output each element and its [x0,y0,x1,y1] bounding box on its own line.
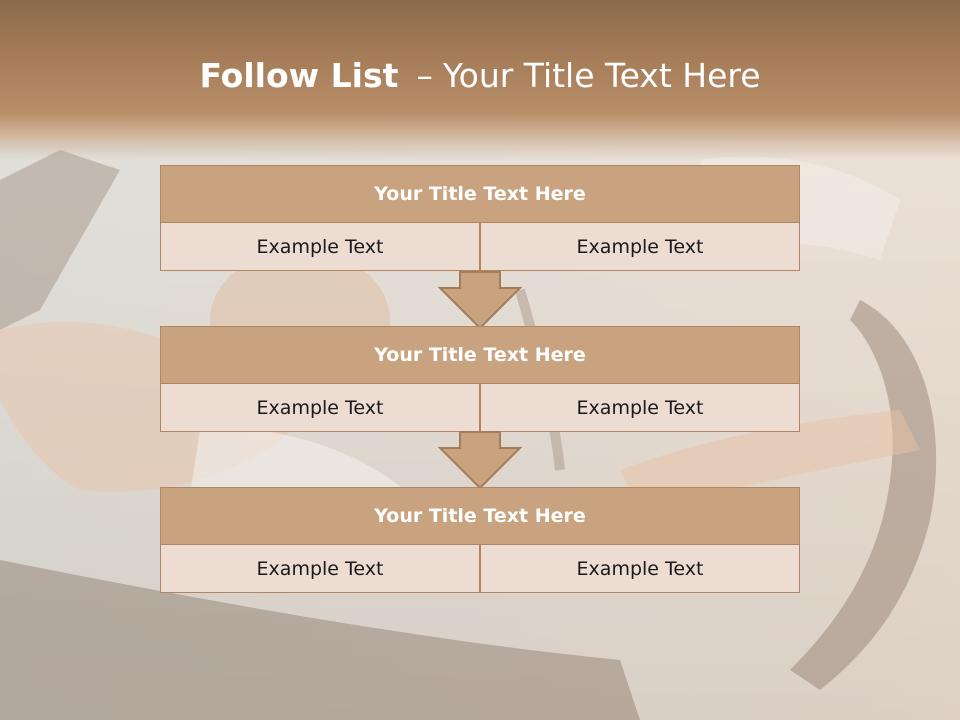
block-title: Your Title Text Here [160,487,800,545]
block-left-cell: Example Text [160,222,480,271]
down-arrow-icon [438,431,522,490]
down-arrow-icon [438,271,522,330]
flow-block-1: Your Title Text Here Example Text Exampl… [160,165,800,271]
block-left-cell: Example Text [160,544,480,593]
slide-title-dash: – [416,56,433,95]
block-right-cell: Example Text [480,222,800,271]
block-left-cell: Example Text [160,383,480,432]
block-right-cell: Example Text [480,383,800,432]
block-title: Your Title Text Here [160,326,800,384]
slide-title-rest: Your Title Text Here [442,56,761,95]
block-right-cell: Example Text [480,544,800,593]
flow-block-3: Your Title Text Here Example Text Exampl… [160,487,800,593]
title-band [0,0,960,160]
slide-title-bold: Follow List [199,56,399,95]
slide-title: Follow List–Your Title Text Here [0,52,960,100]
block-title: Your Title Text Here [160,165,800,223]
flow-block-2: Your Title Text Here Example Text Exampl… [160,326,800,432]
